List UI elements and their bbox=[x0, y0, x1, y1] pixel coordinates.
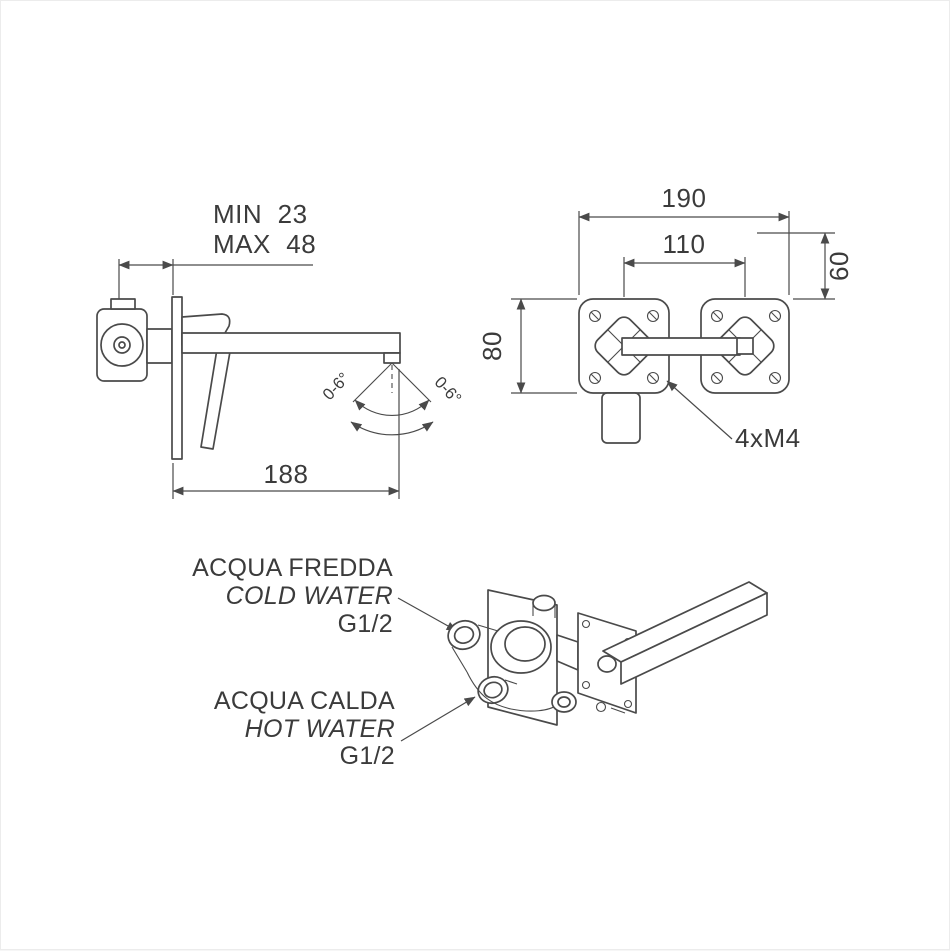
isometric-view: ACQUA FREDDA COLD WATER G1/2 ACQUA CALDA… bbox=[192, 554, 768, 770]
screw-holes bbox=[588, 309, 782, 385]
screw-hole-icon bbox=[768, 371, 782, 385]
rough-in-body bbox=[447, 581, 768, 726]
cold-water-leader bbox=[397, 597, 458, 632]
cold-water-inlet bbox=[447, 619, 481, 651]
hot-inlet-body-lines bbox=[466, 671, 518, 710]
hot-connection-fitting bbox=[551, 691, 577, 713]
cold-inlet-body-lines bbox=[451, 624, 499, 673]
iso-cartridge-inner bbox=[504, 626, 546, 662]
max-depth-label: MAX 48 bbox=[213, 229, 316, 259]
iso-cartridge-boss bbox=[490, 620, 552, 674]
iso-top-port-lines bbox=[532, 604, 556, 618]
spout-length-label: 188 bbox=[264, 459, 309, 489]
screw-hole-icon bbox=[710, 309, 724, 323]
screw-spec-label: 4xM4 bbox=[735, 423, 801, 453]
cold-water-label-it: ACQUA FREDDA bbox=[192, 554, 393, 582]
angle-line-right bbox=[391, 362, 432, 403]
aerator bbox=[383, 352, 401, 364]
screw-hole-icon bbox=[646, 309, 660, 323]
cold-water-thread-label: G1/2 bbox=[338, 610, 393, 638]
angle-label-right: 0-6° bbox=[431, 373, 465, 408]
angle-label-left: 0-6° bbox=[319, 369, 353, 404]
spout-bar-front bbox=[621, 337, 741, 356]
handle-lever-front bbox=[601, 392, 641, 444]
height60-label: 60 bbox=[824, 251, 854, 281]
cartridge-inner-circle bbox=[113, 336, 131, 354]
screw-hole-icon bbox=[646, 371, 660, 385]
front-view: 190 110 60 80 bbox=[477, 183, 854, 453]
angle-line-left bbox=[352, 362, 393, 403]
angle-arc-outer bbox=[350, 421, 434, 436]
screw-hole-icon bbox=[581, 680, 591, 690]
wall-plate-side bbox=[171, 296, 183, 460]
aerator-front bbox=[736, 337, 754, 355]
hot-water-leader bbox=[400, 696, 476, 742]
hot-water-label-en: HOT WATER bbox=[245, 715, 395, 743]
plate-height-label: 80 bbox=[477, 331, 507, 361]
handle-lever bbox=[200, 342, 232, 450]
overall-width-label: 190 bbox=[662, 183, 707, 213]
side-view: MIN 23 MAX 48 0-6° 0-6° 1 bbox=[96, 199, 465, 499]
hot-water-label-it: ACQUA CALDA bbox=[214, 687, 395, 715]
iso-top-port bbox=[532, 594, 556, 612]
min-depth-label: MIN 23 bbox=[213, 199, 308, 229]
screw-hole-icon bbox=[710, 371, 724, 385]
cartridge-center-dot bbox=[118, 341, 126, 349]
iso-spout-hub bbox=[597, 655, 617, 673]
screw-hole-icon bbox=[588, 309, 602, 323]
hot-water-thread-label: G1/2 bbox=[340, 742, 395, 770]
screw-callout-leader bbox=[666, 380, 733, 440]
concealed-valve-body bbox=[96, 308, 148, 382]
cartridge-circle bbox=[100, 323, 144, 367]
cold-water-callout: ACQUA FREDDA COLD WATER G1/2 bbox=[192, 554, 458, 638]
iso-spout-front-face bbox=[620, 592, 768, 685]
valve-top-tab bbox=[110, 298, 136, 310]
screw-hole-icon bbox=[581, 619, 591, 629]
center-distance-label: 110 bbox=[663, 229, 706, 259]
hot-water-inlet bbox=[477, 675, 509, 705]
cold-water-label-en: COLD WATER bbox=[226, 582, 393, 610]
valve-connection bbox=[146, 328, 173, 364]
hot-water-callout: ACQUA CALDA HOT WATER G1/2 bbox=[214, 687, 476, 770]
screw-hole-icon bbox=[623, 699, 633, 709]
screw-hole-icon bbox=[588, 371, 602, 385]
angle-arc-inner bbox=[354, 399, 430, 417]
screw-hole-icon bbox=[768, 309, 782, 323]
iso-body-bridge bbox=[556, 634, 579, 671]
mounting-screw-head bbox=[595, 701, 607, 713]
hot-connection-fitting-inner bbox=[557, 696, 571, 708]
spout-side bbox=[181, 332, 401, 354]
